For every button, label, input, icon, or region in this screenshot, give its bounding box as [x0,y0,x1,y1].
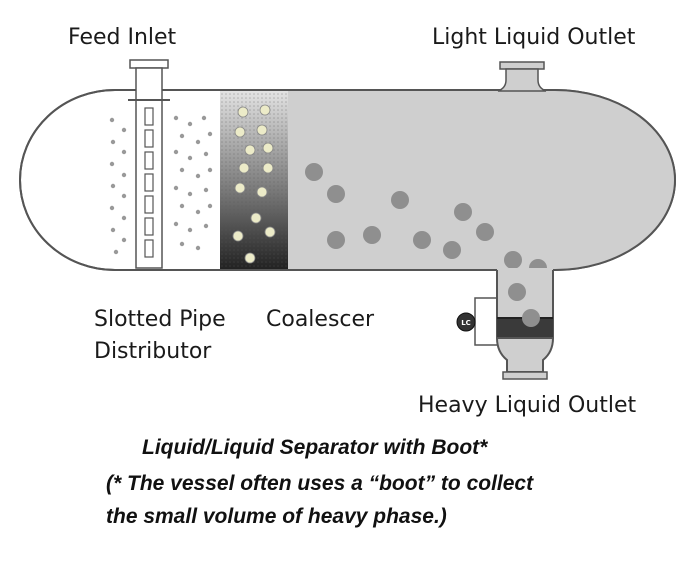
caption-title: Liquid/Liquid Separator with Boot* [142,436,488,459]
distributor-label: Distributor [94,339,212,364]
heavy-liquid-outlet-label: Heavy Liquid Outlet [418,393,637,418]
level-controller: LC [456,297,497,346]
boot [495,268,555,380]
slotted-pipe-label: Slotted Pipe [94,307,226,332]
liquid-section [288,90,675,270]
light-liquid-outlet-label: Light Liquid Outlet [432,25,636,50]
spray-droplets [109,115,213,255]
feed-inlet-label: Feed Inlet [68,25,177,50]
caption-note-line1: (* The vessel often uses a “boot” to col… [106,472,534,495]
level-controller-label: LC [461,319,471,327]
vessel-body [19,89,676,271]
caption-note-line2: the small volume of heavy phase.) [106,505,447,528]
coalescer-label: Coalescer [266,307,375,332]
light-liquid-outlet-nozzle [497,61,547,92]
settling-droplets [305,163,547,277]
slotted-pipe-distributor [128,59,170,269]
coalescer-droplets [232,104,276,264]
